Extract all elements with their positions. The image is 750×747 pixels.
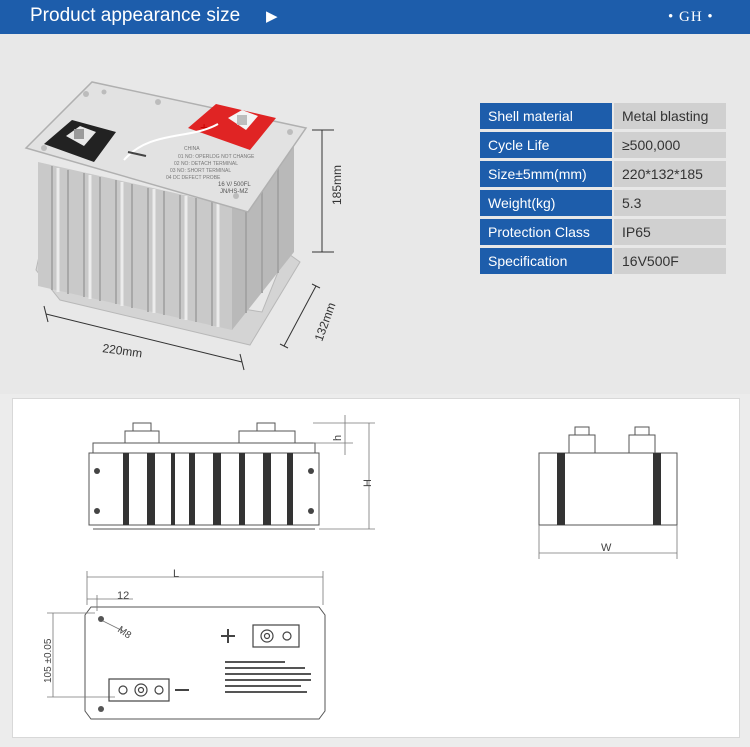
svg-text:04 DC DEFECT PROBE: 04 DC DEFECT PROBE xyxy=(166,175,221,181)
page-title: Product appearance size xyxy=(30,5,241,26)
spec-value: ≥500,000 xyxy=(614,132,726,158)
page-header: Product appearance size ▶ • GH • xyxy=(0,0,750,34)
svg-text:02 NO: DETACH TERMINAL: 02 NO: DETACH TERMINAL xyxy=(174,161,238,167)
play-arrow-icon: ▶ xyxy=(266,8,278,25)
dim-height-label: 185mm xyxy=(330,165,344,205)
brand-mark: • GH • xyxy=(668,9,714,25)
technical-drawing: h H W xyxy=(43,415,678,720)
spec-row: Weight(kg) 5.3 xyxy=(480,190,726,216)
photo-label-model: JN/HS-MZ xyxy=(220,189,248,195)
spec-value: 16V500F xyxy=(614,248,726,274)
dim-width-label: 220mm xyxy=(102,341,144,360)
spec-row: Size±5mm(mm) 220*132*185 xyxy=(480,161,726,187)
top-view-body xyxy=(84,606,326,720)
spec-row: Specification 16V500F xyxy=(480,248,726,274)
spec-key: Protection Class xyxy=(480,219,614,245)
product-photo: + CHINA 01 NO: OPERLDG NOT CHANGE 02 NO:… xyxy=(24,81,344,371)
spec-value: 220*132*185 xyxy=(614,161,726,187)
spec-value: Metal blasting xyxy=(614,103,726,129)
side-view-body xyxy=(538,452,678,526)
dim-depth-label: 132mm xyxy=(312,301,339,343)
dim-12-label: 12 xyxy=(117,590,129,602)
svg-text:01 NO: OPERLDG NOT CHANGE: 01 NO: OPERLDG NOT CHANGE xyxy=(178,154,255,160)
dim-W-label: W xyxy=(601,542,612,554)
spec-key: Shell material xyxy=(480,103,614,129)
spec-key: Cycle Life xyxy=(480,132,614,158)
spec-value: 5.3 xyxy=(614,190,726,216)
photo-label-spec: 16 V/ 500FL xyxy=(218,182,251,188)
spec-key: Weight(kg) xyxy=(480,190,614,216)
spec-value: IP65 xyxy=(614,219,726,245)
svg-text:+: + xyxy=(200,119,208,135)
spec-key: Size±5mm(mm) xyxy=(480,161,614,187)
spec-table: Shell material Metal blasting Cycle Life… xyxy=(480,100,726,277)
dim-L-label: L xyxy=(173,568,179,580)
dim-H-label: H xyxy=(362,479,374,487)
spec-row: Protection Class IP65 xyxy=(480,219,726,245)
spec-row: Shell material Metal blasting xyxy=(480,103,726,129)
dim-h-small-label: h xyxy=(332,435,344,441)
technical-drawing-panel: h H W xyxy=(12,398,740,738)
spec-row: Cycle Life ≥500,000 xyxy=(480,132,726,158)
svg-text:03 NO: SHORT TERMINAL: 03 NO: SHORT TERMINAL xyxy=(170,168,231,174)
dim-105-label: 105 ±0.05 xyxy=(43,638,54,683)
spec-key: Specification xyxy=(480,248,614,274)
svg-text:CHINA: CHINA xyxy=(184,146,200,152)
dim-M8-label: M8 xyxy=(115,624,133,641)
